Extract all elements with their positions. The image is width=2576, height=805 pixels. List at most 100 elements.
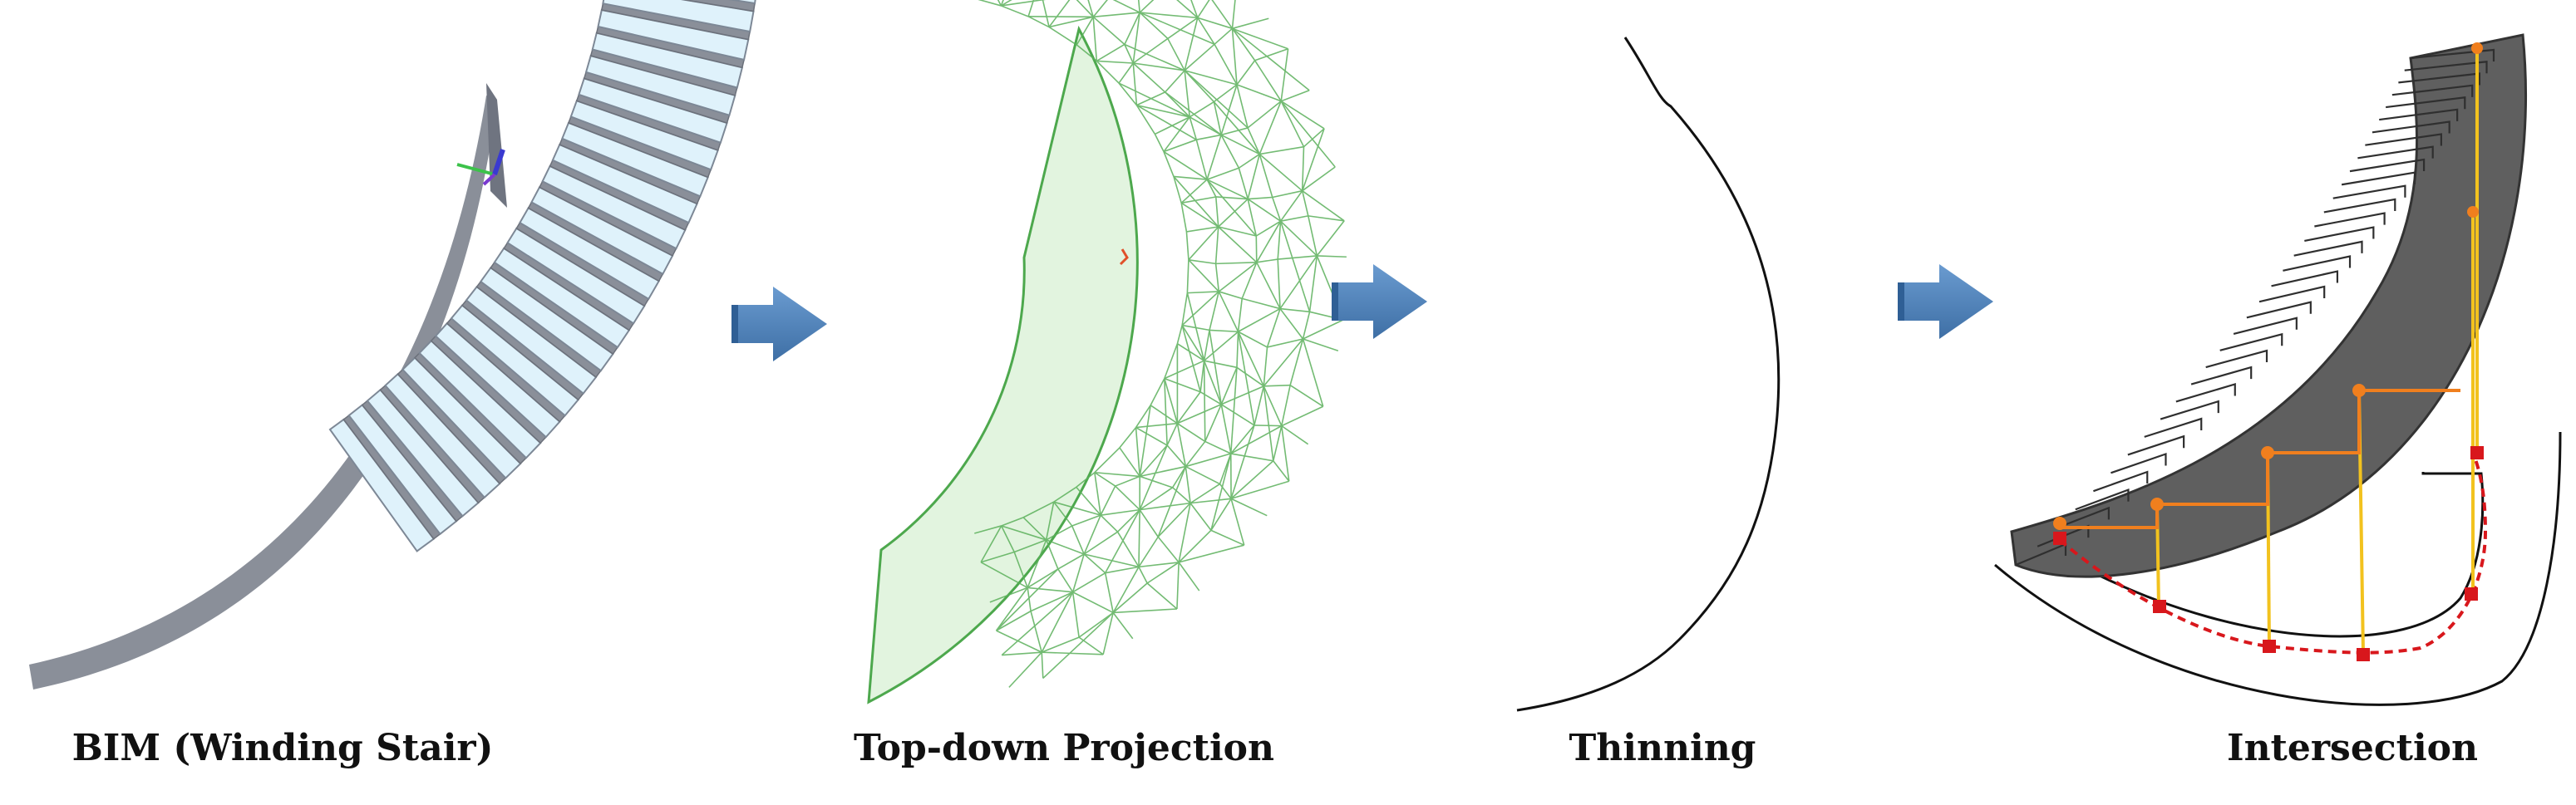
mesh-edge	[1042, 651, 1104, 655]
mesh-edge	[1302, 190, 1345, 222]
mesh-edge	[1187, 291, 1219, 294]
mesh-edge	[1220, 404, 1232, 454]
mesh-edge	[1214, 196, 1219, 228]
mesh-edge	[1218, 199, 1249, 228]
mesh-edge	[1105, 566, 1140, 574]
mesh-edge	[1197, 17, 1215, 45]
mesh-edge	[995, 587, 1028, 631]
mesh-edge	[1150, 378, 1165, 406]
mesh-edge	[1138, 566, 1148, 584]
mesh-edge	[1002, 651, 1042, 656]
mesh-edge	[1124, 43, 1185, 71]
mesh-edge	[1000, 0, 1004, 7]
mesh-edge	[1112, 611, 1134, 640]
mesh-edge	[1173, 175, 1208, 180]
mesh-edge	[1209, 291, 1220, 331]
mesh-edge	[1027, 587, 1073, 593]
mesh-edge	[1188, 226, 1219, 261]
mesh-edge	[1096, 60, 1134, 64]
mesh-edge	[1150, 405, 1178, 425]
mesh-edge	[1164, 343, 1179, 379]
mesh-edge	[1220, 404, 1255, 426]
mesh-edge	[1045, 539, 1059, 570]
mesh-edge	[1220, 84, 1238, 135]
mesh-edge	[1176, 325, 1183, 344]
mesh-edge	[1140, 502, 1191, 511]
mesh-edge	[1214, 43, 1238, 86]
mesh-edge	[1232, 17, 1269, 30]
mesh-edge	[1001, 591, 1074, 656]
mesh-edge	[1301, 190, 1309, 217]
mesh-edge	[1263, 385, 1283, 426]
mesh-edge	[1247, 101, 1282, 129]
mesh-edge	[1211, 0, 1234, 29]
mesh-edge	[1238, 153, 1260, 169]
mesh-edge	[1022, 501, 1055, 518]
dark-step-edge	[2190, 366, 2253, 385]
mesh-edge	[989, 587, 1028, 603]
mesh-edge	[1118, 62, 1134, 84]
mesh-edge	[1072, 591, 1114, 614]
mesh-edge	[1209, 329, 1239, 333]
footprint-outline	[1994, 431, 2562, 706]
mesh-edge	[1163, 151, 1175, 177]
mesh-edge	[996, 610, 1032, 631]
mesh-edge	[1053, 501, 1073, 527]
mesh-edge	[1214, 226, 1219, 264]
flow-arrow-icon	[1898, 264, 1993, 339]
mesh-edge	[1071, 553, 1085, 592]
mesh-edge	[1132, 62, 1166, 93]
mesh-edge	[1229, 367, 1238, 454]
mesh-edge	[1157, 503, 1191, 537]
mesh-edge	[1027, 568, 1059, 589]
mesh-edge	[1214, 27, 1234, 45]
mesh-edge	[1094, 472, 1116, 487]
mesh-edge	[1272, 425, 1283, 461]
mesh-edge	[1219, 291, 1243, 300]
mesh-edge	[1164, 378, 1168, 446]
mesh-edge	[1203, 360, 1222, 405]
mesh-edge	[1204, 331, 1239, 361]
dark-step-edge	[2314, 212, 2386, 228]
mesh-edge	[1195, 139, 1208, 180]
mesh-edge	[1139, 12, 1169, 40]
mesh-edge	[1076, 0, 1094, 17]
mesh-edge	[1176, 562, 1180, 610]
mesh-edge	[1101, 508, 1140, 516]
mesh-edge	[1041, 636, 1080, 653]
mesh-edge	[1184, 70, 1238, 86]
mesh-edge	[980, 525, 1002, 563]
mesh-edge	[1215, 262, 1257, 265]
mesh-edge	[1277, 221, 1282, 260]
mesh-edge	[1094, 471, 1140, 478]
dark-step-edge	[2341, 171, 2416, 186]
mesh-edge	[1136, 104, 1190, 118]
mesh-edge	[1185, 453, 1231, 468]
mesh-edge	[1236, 84, 1282, 102]
mesh-edge	[1218, 262, 1258, 292]
mesh-edge	[1116, 509, 1140, 533]
mesh-edge	[1157, 466, 1187, 537]
mesh-edge	[1180, 203, 1188, 233]
dark-step-edge	[2332, 184, 2406, 199]
mesh-edge	[1112, 0, 1140, 13]
dark-step-edge	[2410, 48, 2495, 61]
mesh-edge	[1030, 591, 1073, 612]
mesh-edge	[1189, 101, 1214, 118]
mesh-edge	[1140, 12, 1198, 19]
mesh-edge	[1230, 453, 1273, 462]
mesh-edge	[1303, 338, 1339, 351]
mesh-edge	[1041, 591, 1074, 653]
mesh-edge	[1256, 258, 1278, 263]
mesh-edge	[1213, 84, 1238, 103]
mesh-edge	[1096, 60, 1120, 84]
mesh-edge	[1256, 262, 1281, 309]
mesh-edge	[1220, 385, 1264, 405]
mesh-edge	[1218, 226, 1258, 263]
mesh-edge	[1139, 475, 1173, 488]
mesh-edge	[1076, 44, 1097, 62]
mesh-edge	[1280, 215, 1308, 222]
mesh-edge	[1000, 0, 1012, 7]
mesh-edge	[1181, 196, 1216, 204]
mesh-edge	[1163, 150, 1208, 180]
